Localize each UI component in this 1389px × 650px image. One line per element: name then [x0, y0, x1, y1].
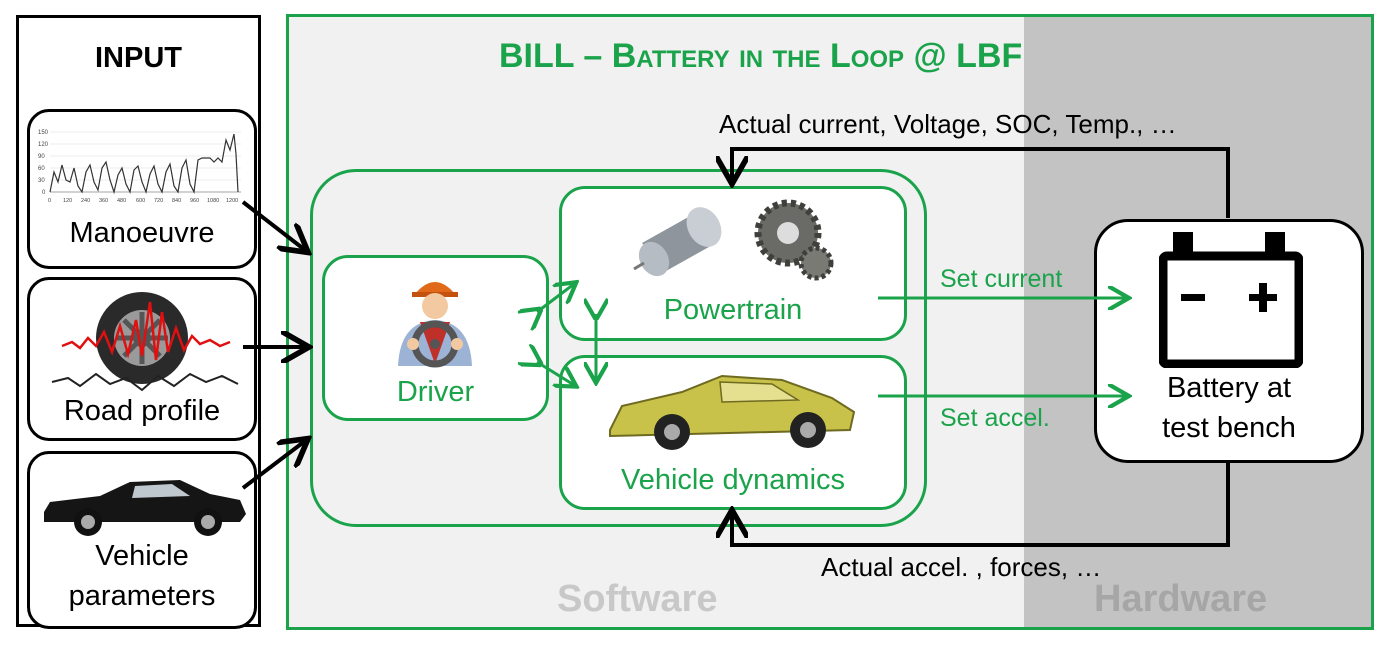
input-panel: INPUT 150 120 90 60 30 0 0 120 240 — [16, 15, 261, 629]
battery-label-line1: Battery at — [1166, 372, 1292, 404]
powertrain-label: Powertrain — [663, 294, 803, 326]
chart-ytick: 60 — [38, 166, 45, 172]
input-title: INPUT — [95, 42, 182, 74]
bill-panel: BILL – Battery in the Loop @ LBF Driver — [286, 14, 1374, 630]
motor-icon — [633, 207, 722, 277]
chart-xtick: 360 — [99, 198, 108, 204]
bill-title-prefix: BILL – — [499, 37, 612, 75]
chart-xtick: 600 — [136, 198, 145, 204]
battery-block: Battery at test bench — [1094, 219, 1364, 463]
set-accel-label: Set accel. — [940, 404, 1050, 432]
chart-xtick: 720 — [154, 198, 163, 204]
chart-xtick: 960 — [190, 198, 199, 204]
feedback-top-label: Actual current, Voltage, SOC, Temp., … — [719, 109, 1177, 139]
manoeuvre-chart-icon: 150 120 90 60 30 0 0 120 240 360 480 600 — [38, 130, 241, 204]
chart-ytick: 90 — [38, 154, 45, 160]
chart-xtick: 240 — [81, 198, 90, 204]
software-section-label: Software — [557, 578, 718, 620]
chart-ytick: 120 — [38, 142, 49, 148]
chart-ytick: 30 — [38, 178, 45, 184]
driver-block: Driver — [322, 255, 549, 421]
battery-label-line2: test bench — [1162, 412, 1296, 444]
feedback-bottom-label: Actual accel. , forces, … — [821, 552, 1102, 582]
chart-xtick: 1200 — [226, 198, 238, 204]
vehicle-icon — [44, 480, 246, 536]
bill-title-caps: Battery in the Loop — [611, 37, 905, 75]
vehicle-label-line2: parameters — [68, 580, 216, 612]
vehicle-dynamics-label: Vehicle dynamics — [620, 464, 846, 496]
driver-icon — [398, 282, 472, 368]
road-profile-label: Road profile — [63, 395, 221, 427]
bill-title: BILL – Battery in the Loop @ LBF — [499, 37, 1022, 76]
chart-xtick: 0 — [48, 198, 51, 204]
gear-icon — [754, 199, 834, 281]
vehicle-label-line1: Vehicle — [95, 540, 189, 572]
road-profile-icon — [51, 292, 239, 392]
chart-xtick: 120 — [63, 198, 72, 204]
input-manoeuvre-box: 150 120 90 60 30 0 0 120 240 360 480 600 — [27, 109, 257, 269]
input-vehicle-parameters-box: Vehicle parameters — [27, 451, 257, 629]
chart-ytick: 0 — [42, 190, 46, 196]
battery-icon — [1159, 232, 1303, 368]
driver-label: Driver — [396, 376, 475, 408]
chart-xtick: 840 — [172, 198, 181, 204]
vehicle-dynamics-block: Vehicle dynamics — [559, 355, 907, 510]
powertrain-block: Powertrain — [559, 186, 907, 341]
input-road-profile-box: Road profile — [27, 277, 257, 441]
chart-ytick: 150 — [38, 130, 49, 136]
vehicle-dynamics-car-icon — [609, 374, 856, 450]
chart-xtick: 1080 — [207, 198, 219, 204]
hardware-section-label: Hardware — [1094, 578, 1268, 620]
set-current-label: Set current — [940, 265, 1063, 293]
manoeuvre-label: Manoeuvre — [69, 217, 215, 249]
chart-xtick: 480 — [117, 198, 126, 204]
bill-title-suffix: @ LBF — [904, 37, 1023, 75]
